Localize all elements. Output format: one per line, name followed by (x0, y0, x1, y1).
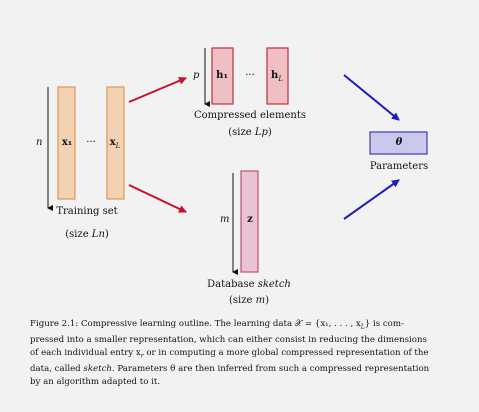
training-bar-first (57, 86, 76, 200)
training-size-var: Ln (91, 229, 105, 240)
compressed-ellipsis: ··· (245, 70, 255, 81)
training-label: Training set (56, 206, 118, 217)
sketch-label-em: sketch (257, 279, 291, 290)
compressed-size: (size Lp) (228, 127, 272, 139)
compressed-size-var: Lp (254, 127, 268, 138)
sketch-size-var: m (255, 295, 266, 306)
sketch-dim-label: m (220, 214, 230, 225)
sketch-bar (240, 170, 259, 273)
arrow-compressed-to-params (343, 74, 400, 121)
parameters-box (369, 131, 428, 155)
sketch-label-prefix: Database (207, 279, 258, 290)
training-last-entry-base: x (109, 137, 116, 148)
caption-line-1: Figure 2.1: Compressive learning outline… (30, 318, 455, 334)
compressed-first-entry: h₁ (216, 70, 228, 81)
caption-line-1-text: Figure 2.1: Compressive learning outline… (30, 319, 361, 329)
caption-line-3: of each individual entry xr or in comput… (30, 347, 455, 363)
sketch-label: Database sketch (207, 279, 291, 291)
arrow-train-to-sketch (128, 184, 187, 213)
caption-line-3b: or in computing a more global compressed… (143, 347, 429, 358)
caption-line-3a: of each individual entry x (30, 347, 141, 358)
sketch-size-close: ) (265, 295, 269, 306)
training-dim-label: n (36, 137, 43, 148)
compressed-last-entry-sub: L (278, 75, 283, 83)
sketch-entry: z (247, 214, 253, 225)
sketch-size: (size m) (229, 295, 269, 307)
caption-line-4: data, called sketch. Parameters θ are th… (30, 363, 455, 376)
arrow-train-to-compressed (128, 77, 187, 103)
caption-line-1-sub: L (360, 323, 365, 331)
compressed-bar-last (266, 47, 289, 105)
caption-line-4b: . Parameters θ are then inferred from su… (111, 364, 430, 375)
compressed-bar-first (211, 47, 234, 105)
caption-line-5: by an algorithm adapted to it. (30, 376, 161, 387)
arrow-sketch-to-params (343, 179, 400, 220)
training-size: (size Ln) (65, 229, 109, 241)
parameters-symbol: θ (395, 137, 403, 148)
compressed-last-entry-base: h (271, 70, 279, 81)
training-bar-last (106, 86, 125, 200)
training-last-entry: xL (110, 137, 121, 152)
training-ellipsis: ··· (86, 137, 96, 148)
compressed-size-open: (size (228, 127, 255, 138)
caption-line-4-em: sketch (83, 364, 112, 375)
caption-line-2: pressed into a smaller representation, w… (30, 335, 427, 346)
sketch-size-open: (size (229, 295, 256, 306)
figure-caption: Figure 2.1: Compressive learning outline… (30, 318, 455, 388)
parameters-label: Parameters (369, 161, 429, 172)
compressed-size-close: ) (267, 127, 272, 138)
caption-line-4a: data, called (30, 364, 84, 375)
compressed-last-entry: hL (271, 70, 283, 85)
training-last-entry-sub: L (115, 142, 121, 150)
training-first-entry: x₁ (61, 137, 73, 148)
caption-line-3-sub: r (140, 352, 144, 360)
compressed-dim-label: p (193, 70, 200, 81)
training-size-open: (size (65, 229, 92, 240)
compressed-label: Compressed elements (193, 110, 307, 121)
training-size-close: ) (104, 229, 109, 240)
caption-line-1-end: } is com- (364, 319, 404, 329)
